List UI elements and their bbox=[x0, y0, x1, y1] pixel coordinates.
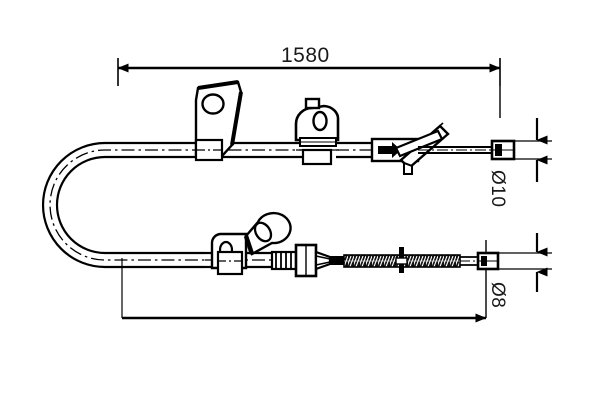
dimension-diameter-8 bbox=[498, 233, 552, 292]
upper-mounting-bracket bbox=[194, 80, 243, 162]
lower-end-nipple bbox=[476, 251, 500, 271]
upper-cable-run bbox=[205, 141, 372, 159]
dimension-label-overall-length: 1580 bbox=[281, 44, 330, 67]
cable-u-bend-left bbox=[41, 141, 205, 269]
lower-threaded-adjuster bbox=[270, 243, 344, 278]
dimension-label-upper-diameter: Ø10 bbox=[487, 170, 508, 208]
lower-mounting-bracket bbox=[210, 211, 292, 276]
lower-spring-section bbox=[343, 247, 461, 273]
upper-retaining-clip bbox=[394, 122, 450, 175]
upper-end-nipple bbox=[490, 139, 516, 161]
dimension-diameter-10 bbox=[514, 118, 552, 182]
dimension-overall-length bbox=[117, 58, 501, 86]
dimension-label-lower-diameter: Ø8 bbox=[487, 282, 508, 309]
upper-inner-rod bbox=[418, 146, 492, 154]
upper-clamp-grommet bbox=[294, 97, 340, 166]
